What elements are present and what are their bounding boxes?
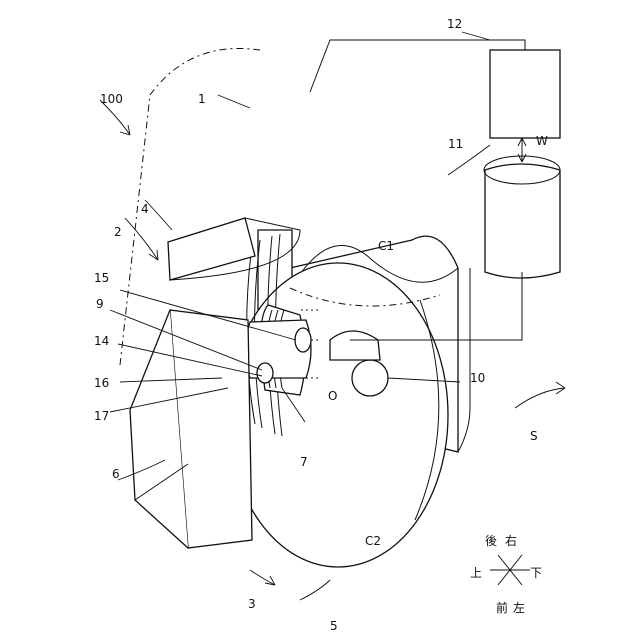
legend-rear: 後 [485,534,497,548]
rear-cylinder-end-curve [458,268,470,452]
label-origin-o: O [328,389,337,403]
label-ref-14: 14 [94,334,109,348]
label-ref-7: 7 [300,455,308,469]
label-ref-16: 16 [94,376,109,390]
label-assembly-100: 100 [100,92,123,106]
leader-4 [145,200,172,230]
component-14-elbow [257,363,273,383]
label-ref-9: 9 [96,297,104,311]
sensor-11 [485,164,560,278]
component-10-sphere [352,360,388,396]
label-ref-3: 3 [248,597,256,611]
controller-12 [490,50,560,138]
legend-down: 下 [530,566,542,580]
leader-5 [300,580,330,600]
leader-2 [125,218,158,260]
label-space-s: S [530,429,538,443]
legend-up: 上 [470,566,482,580]
legend-right: 右 [505,533,517,548]
leader-1 [218,95,250,108]
leader-s [515,388,565,408]
label-ref-11: 11 [448,137,463,151]
label-ref-6: 6 [112,467,120,481]
label-axis-c1: C1 [378,239,394,253]
label-axis-c2: C2 [365,534,381,548]
label-ref-12: 12 [447,17,462,31]
component-15-elbow [295,328,311,352]
front-cylinder-face [228,263,448,567]
label-ref-4: 4 [141,202,149,216]
leader-12 [462,32,490,40]
legend-left: 左 [513,600,525,615]
label-ref-17: 17 [94,409,109,423]
label-ref-2: 2 [114,225,122,239]
label-ref-5: 5 [330,619,338,633]
label-ref-1: 1 [198,92,206,106]
legend-front: 前 [496,600,508,615]
outline-dash-2 [150,48,260,95]
label-signal-w: W [536,134,548,148]
label-ref-10: 10 [470,371,485,385]
label-ref-15: 15 [94,271,109,285]
